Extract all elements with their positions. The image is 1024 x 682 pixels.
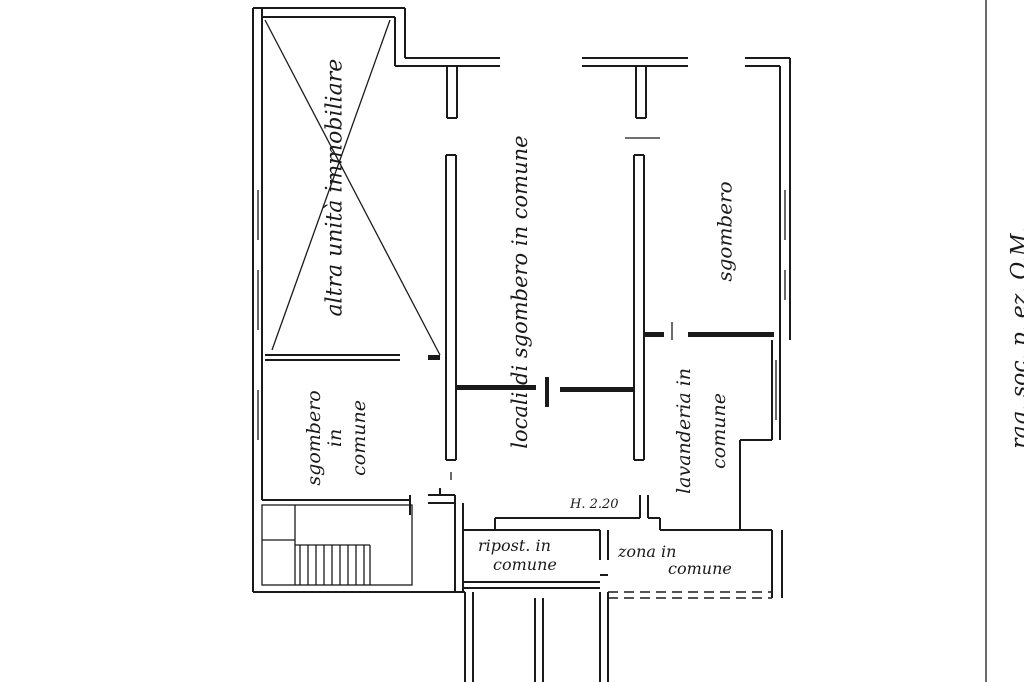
other-unit-cross [264, 19, 441, 356]
staircase [261, 504, 413, 586]
label-storage-left-3: comune [348, 400, 371, 476]
interior-walls [265, 66, 783, 599]
label-storage-common-center: locali di sgombero in comune [507, 135, 532, 449]
label-other-unit: altra unità immobiliare [322, 58, 348, 317]
label-laundry-1: lavanderia in [673, 367, 696, 494]
label-closet-2: comune [493, 555, 557, 574]
label-zone-1: zona in [618, 542, 677, 561]
label-storage-left-2: in [324, 428, 347, 448]
label-closet-1: ripost. in [478, 536, 551, 555]
window-marks [257, 190, 786, 440]
label-zone-2: comune [668, 559, 732, 578]
label-height: H. 2.20 [570, 497, 619, 512]
outer-walls [252, 7, 791, 682]
label-storage-left-1: sgombero [303, 390, 326, 486]
label-laundry-2: comune [708, 393, 731, 469]
label-margin-note: rag. soc. p. ez. O.M. [1007, 226, 1024, 449]
label-storage-right: sgombero [712, 181, 737, 282]
